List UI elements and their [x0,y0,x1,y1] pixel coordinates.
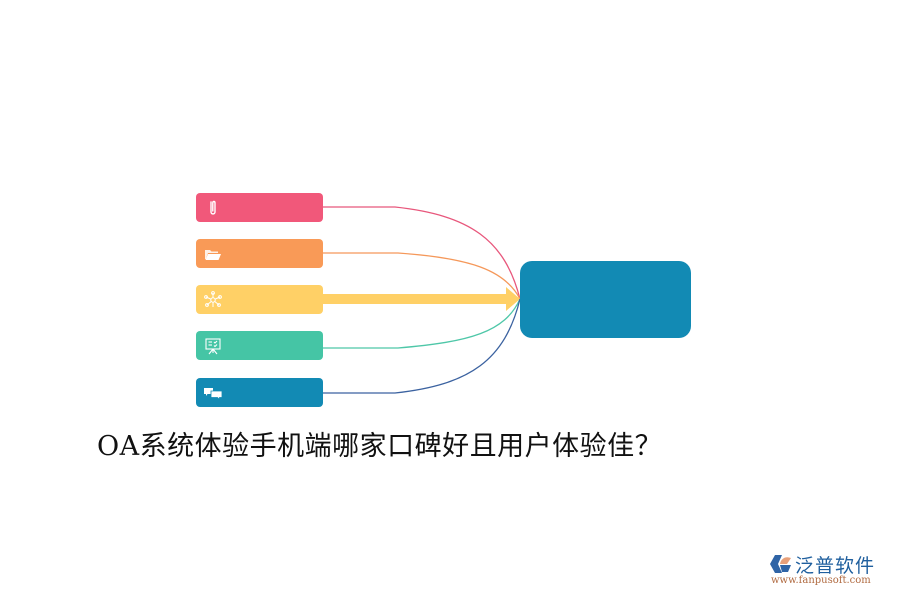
connector-3-thick [323,294,508,304]
node-attachment[interactable] [196,193,323,222]
watermark-brand: 泛普软件 [795,555,876,577]
connector-4 [323,298,521,349]
presentation-board-icon [205,338,221,355]
node-folder[interactable] [196,239,323,268]
connector-2 [323,252,521,300]
connector-1 [323,206,521,300]
fanpu-logo-icon [770,555,791,573]
paperclip-icon [210,200,216,215]
watermark-logo: 泛普软件 www.fanpusoft.com [765,551,895,591]
diagram-title: OA系统体验手机端哪家口碑好且用户体验佳？ [97,431,663,462]
node-presentation[interactable] [196,331,323,360]
arrow-head-icon [506,287,520,311]
connector-5 [323,298,521,394]
folder-icon [205,250,221,260]
watermark-url: www.fanpusoft.com [771,575,871,586]
chat-bubbles-icon [204,388,223,401]
network-icon [204,291,222,307]
center-node[interactable] [520,261,691,338]
node-network[interactable] [196,285,323,314]
node-chat[interactable] [196,378,323,407]
